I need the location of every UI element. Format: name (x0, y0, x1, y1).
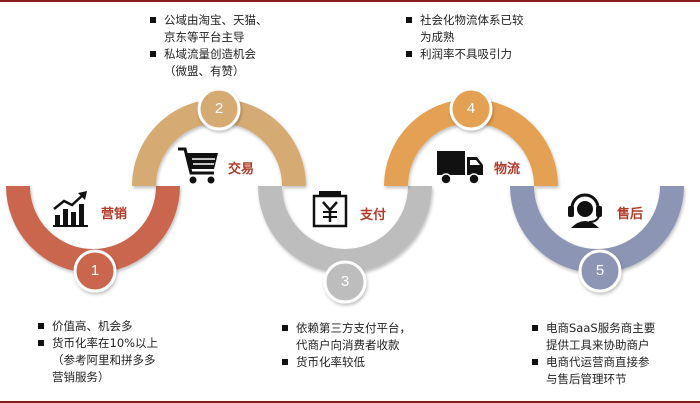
note-item: 依赖第三方支付平台，代商户向消费者收款 (280, 320, 460, 354)
number-circle-4 (449, 87, 493, 131)
note-item: 社会化物流体系已较为成熟 (404, 12, 574, 46)
delivery-truck-icon (437, 151, 483, 185)
note-item: 利润率不具吸引力 (404, 46, 574, 63)
note-item: 公域由淘宝、天猫、京东等平台主导 (148, 12, 318, 46)
customer-service-headset-icon (568, 193, 602, 228)
shopping-cart-icon (178, 147, 218, 184)
stage-label-transaction: 交易 (228, 162, 255, 177)
stage-number-3: 3 (340, 273, 350, 290)
notes-stage-1: 价值高、机会多 货币化率在10%以上（参考阿里和拼多多营销服务） (36, 318, 206, 386)
number-circle-3 (323, 260, 367, 304)
yuan-payment-icon (312, 191, 348, 228)
number-circle-1 (73, 249, 117, 293)
notes-stage-4: 社会化物流体系已较为成熟 利润率不具吸引力 (404, 12, 574, 63)
stage-number-2: 2 (214, 100, 224, 117)
stage-number-4: 4 (466, 100, 476, 117)
note-item: 货币化率在10%以上（参考阿里和拼多多营销服务） (36, 335, 206, 386)
stage-label-marketing: 营销 (101, 207, 128, 222)
stage-number-1: 1 (90, 262, 100, 279)
note-item: 私域流量创造机会（微盟、有赞） (148, 46, 318, 80)
note-item: 电商代运营商直接参与售后管理环节 (530, 354, 695, 388)
notes-stage-3: 依赖第三方支付平台，代商户向消费者收款 货币化率较低 (280, 320, 460, 371)
number-circle-2 (197, 87, 241, 131)
note-item: 电商SaaS服务商主要提供工具来协助商户 (530, 320, 695, 354)
stage-label-logistics: 物流 (494, 162, 521, 177)
chart-growth-icon (53, 191, 88, 227)
note-item: 货币化率较低 (280, 354, 460, 371)
number-circle-5 (578, 249, 622, 293)
stage-number-5: 5 (595, 262, 605, 279)
note-item: 价值高、机会多 (36, 318, 206, 335)
stage-label-payment: 支付 (360, 208, 387, 223)
stage-label-after-sales: 售后 (617, 207, 644, 222)
notes-stage-5: 电商SaaS服务商主要提供工具来协助商户 电商代运营商直接参与售后管理环节 (530, 320, 695, 388)
notes-stage-2: 公域由淘宝、天猫、京东等平台主导 私域流量创造机会（微盟、有赞） (148, 12, 318, 80)
